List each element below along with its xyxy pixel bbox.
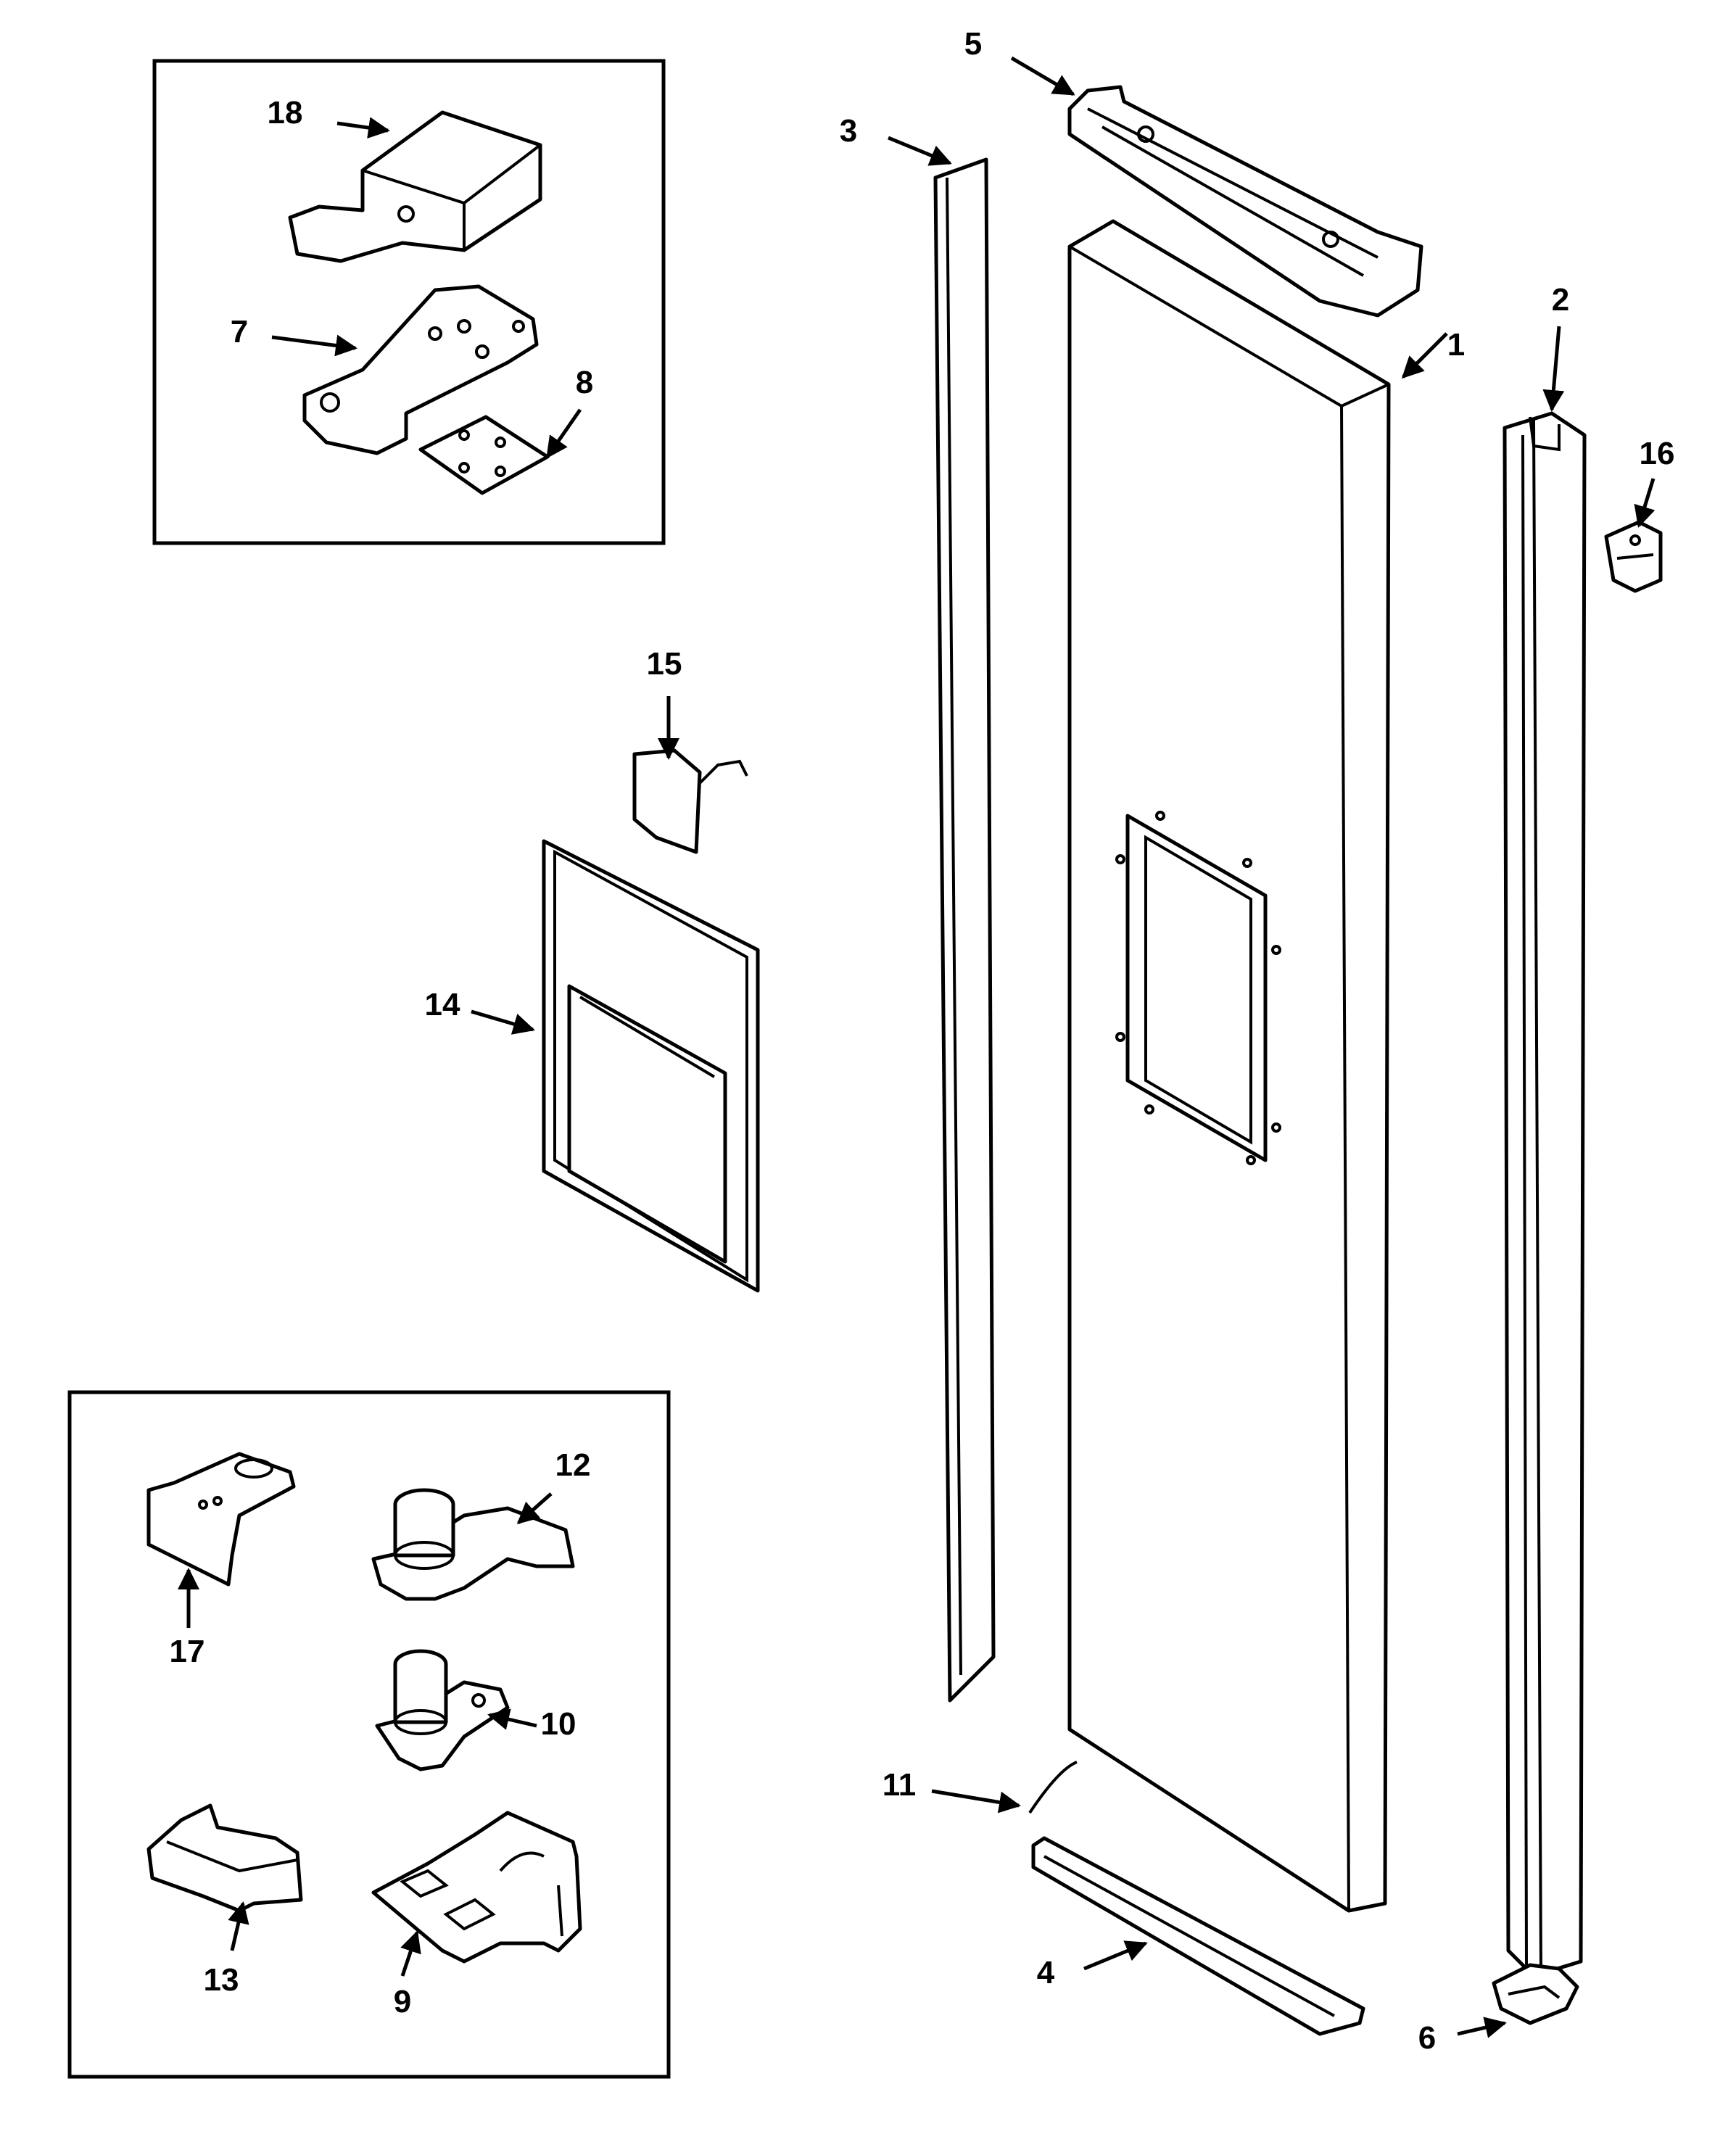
part-12-lower-hinge [371,1488,575,1601]
part-10-lower-hinge-pin [375,1649,510,1771]
callout-11: 11 [883,1767,917,1803]
part-2-right-side-trim [1503,411,1587,1978]
callout-2: 2 [1552,282,1569,318]
part-9-hinge-bracket [371,1811,582,1964]
callout-6: 6 [1418,2020,1436,2056]
callout-13: 13 [204,1962,239,1998]
callout-3: 3 [840,113,857,149]
part-14-dispenser-trim [542,839,760,1293]
part-6-bottom-clip [1492,1963,1579,2025]
part-3-left-trim-strip [933,157,996,1703]
part-4-bottom-door-cap [1031,1836,1365,2036]
callout-8: 8 [576,365,593,400]
part-11-wire [1028,1761,1078,1814]
part-5-top-door-cap [1067,85,1423,318]
callout-4: 4 [1037,1955,1055,1990]
part-1-door-panel [1067,219,1391,1913]
leader-arrows [178,56,1656,2038]
part-17-bracket [146,1452,296,1587]
callout-7: 7 [231,314,248,350]
callout-9: 9 [394,1984,411,2019]
part-18-hinge-cover [288,110,542,263]
callout-15: 15 [647,646,682,682]
upper-hinge-detail-box [152,59,666,545]
part-15-switch-module [632,748,748,854]
callout-1: 1 [1447,327,1465,363]
callout-12: 12 [555,1447,591,1483]
part-16-clip [1604,520,1663,593]
part-7-hinge-plate [302,284,539,455]
callout-14: 14 [425,987,460,1022]
callout-10: 10 [541,1706,576,1742]
callout-18: 18 [268,95,303,131]
callout-16: 16 [1640,436,1675,471]
lower-hinge-detail-box [67,1390,671,2079]
callout-17: 17 [170,1634,205,1669]
part-13-hinge-cover [146,1803,303,1913]
callout-5: 5 [964,26,982,62]
callout-labels: 18 7 8 3 5 1 2 16 15 14 11 4 6 12 17 10 … [170,26,1675,2056]
part-8-shim [418,415,550,495]
